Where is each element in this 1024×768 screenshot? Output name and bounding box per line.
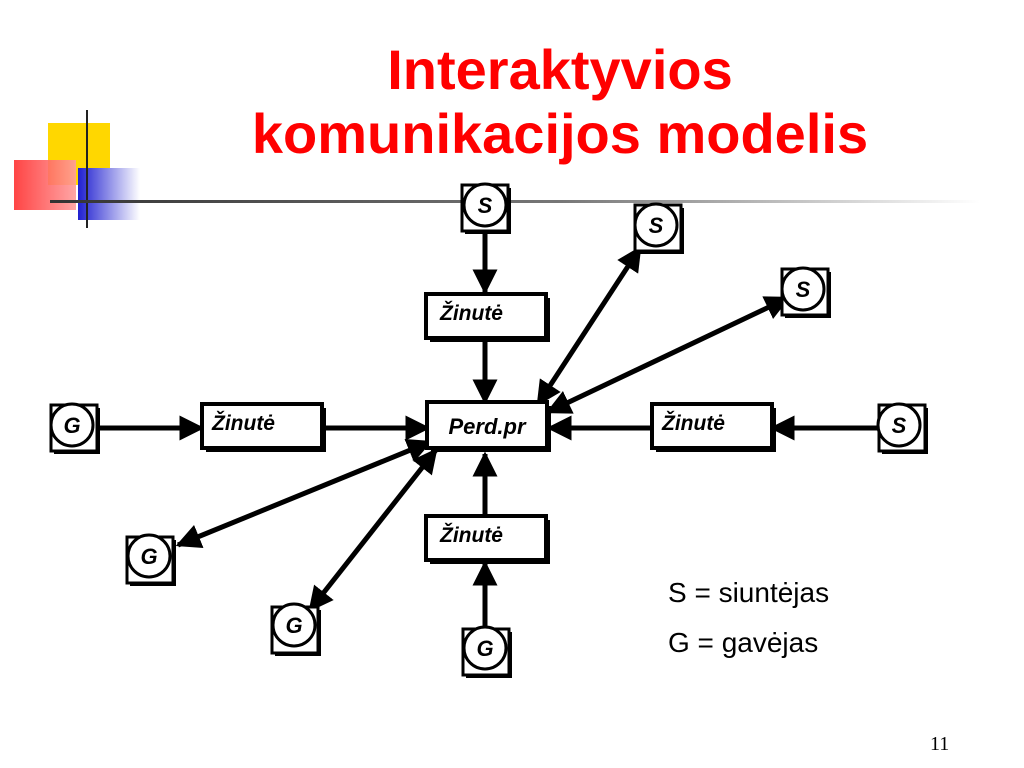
- receiver-node-lower-left: G: [125, 533, 176, 586]
- connectors: [97, 230, 878, 627]
- legend-sender: S = siuntėjas: [668, 577, 830, 608]
- message-box-left-label: Žinutė: [211, 411, 275, 435]
- sender-node-far-right-label: S: [796, 277, 811, 302]
- sender-node-right: S: [876, 402, 928, 454]
- message-box-top: Žinutė: [424, 292, 550, 342]
- message-box-right-label: Žinutė: [661, 411, 725, 435]
- connector-center-to-left-receiver: [175, 438, 433, 549]
- sender-node-top-label: S: [478, 193, 493, 218]
- page-number: 11: [930, 733, 950, 755]
- message-box-right: Žinutė: [650, 402, 776, 452]
- connector-center-to-far-sender: [545, 295, 791, 415]
- receiver-node-bottom-label: G: [476, 636, 493, 661]
- receiver-node-bottom: G: [461, 625, 512, 678]
- sender-node-top: S: [460, 182, 511, 234]
- center-node: Perd.pr: [425, 400, 551, 452]
- title-rule: [50, 200, 980, 203]
- sender-node-far-right: S: [780, 266, 831, 318]
- receiver-node-bottom-left: G: [270, 602, 321, 656]
- message-box-bottom: Žinutė: [424, 514, 550, 564]
- message-box-top-label: Žinutė: [439, 301, 503, 325]
- sender-node-upper-right: S: [633, 202, 684, 254]
- message-box-left: Žinutė: [200, 402, 326, 452]
- sender-node-upper-right-label: S: [649, 213, 664, 238]
- title-line-2: komunikacijos modelis: [251, 102, 869, 165]
- receiver-node-left: G: [49, 402, 100, 454]
- message-box-bottom-label: Žinutė: [439, 523, 503, 547]
- deco-blue-square: [78, 168, 140, 220]
- sender-node-right-label: S: [892, 413, 907, 438]
- legend-receiver: G = gavėjas: [668, 627, 819, 658]
- legend: S = siuntėjas G = gavėjas: [668, 568, 829, 668]
- center-node-label: Perd.pr: [448, 414, 526, 439]
- connector-center-to-lower-receiver: [308, 448, 438, 612]
- page-title: Interaktyvios komunikacijos modelis: [150, 38, 970, 166]
- connector-center-to-upper-sender: [535, 245, 643, 407]
- receiver-node-left-label: G: [63, 413, 80, 438]
- receiver-node-bottom-left-label: G: [285, 613, 302, 638]
- title-line-1: Interaktyvios: [387, 38, 733, 101]
- receiver-node-lower-left-label: G: [140, 544, 157, 569]
